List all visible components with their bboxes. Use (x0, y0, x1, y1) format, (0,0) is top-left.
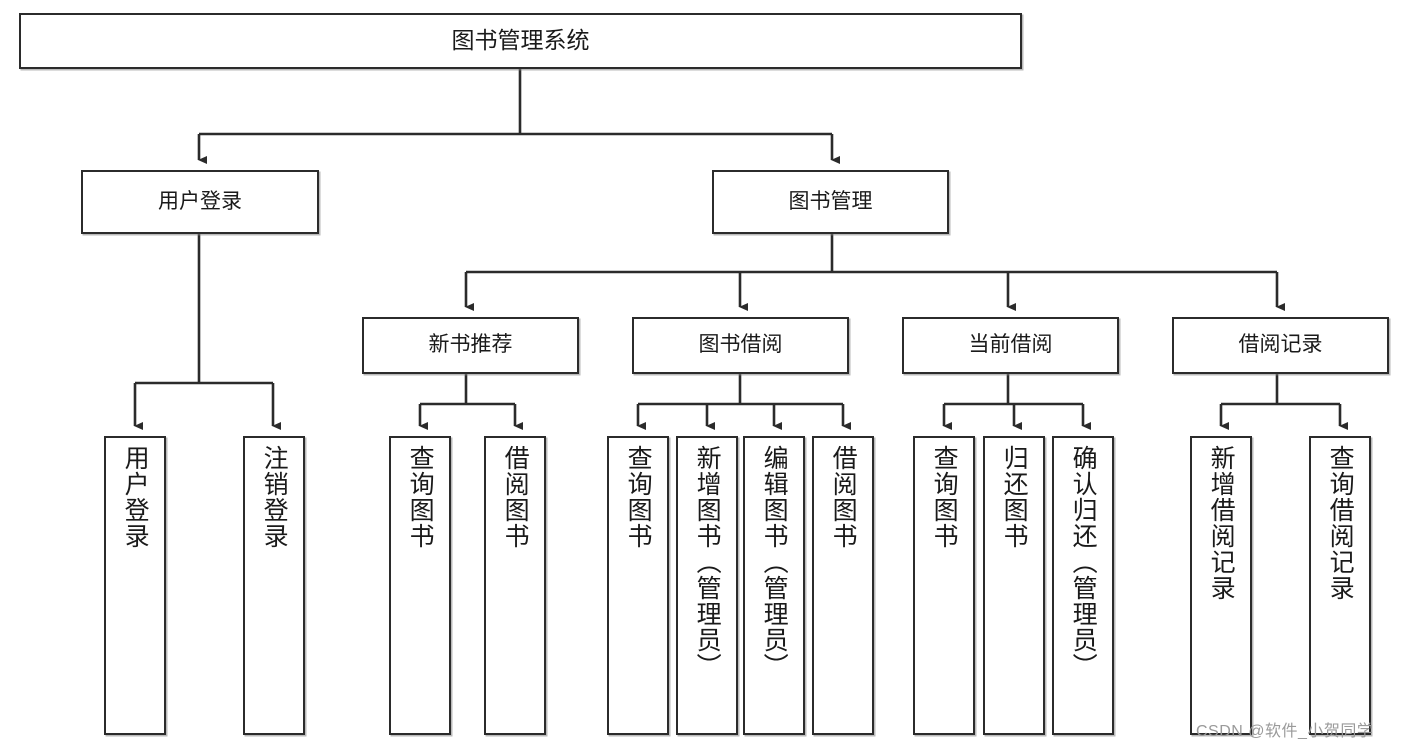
node-leaf-query-record[interactable]: 查询借阅记录 (1309, 436, 1371, 735)
node-leaf-add-book[interactable]: 新增图书（管理员） (676, 436, 738, 735)
node-leaf-return-book-label: 归还图书 (1000, 445, 1029, 549)
node-leaf-query-book-2[interactable]: 查询图书 (607, 436, 669, 735)
node-book-manage-label: 图书管理 (788, 189, 873, 213)
node-leaf-confirm-return[interactable]: 确认归还（管理员） (1052, 436, 1114, 735)
node-leaf-borrow-book-1[interactable]: 借阅图书 (484, 436, 546, 735)
node-leaf-query-book-1-label: 查询图书 (406, 445, 435, 549)
node-user-login[interactable]: 用户登录 (81, 170, 319, 234)
node-leaf-logout[interactable]: 注销登录 (243, 436, 305, 735)
node-leaf-add-book-label: 新增图书（管理员） (693, 445, 722, 679)
node-leaf-borrow-book-1-label: 借阅图书 (501, 445, 530, 549)
edge-group-user-login (133, 234, 281, 430)
node-leaf-query-book-3-label: 查询图书 (930, 445, 959, 549)
node-leaf-logout-label: 注销登录 (260, 445, 289, 549)
node-book-borrow-label: 图书借阅 (698, 333, 783, 357)
node-leaf-query-book-1[interactable]: 查询图书 (389, 436, 451, 735)
node-book-manage[interactable]: 图书管理 (712, 170, 949, 234)
edge-group-book-borrow (636, 374, 851, 430)
node-leaf-borrow-book-2[interactable]: 借阅图书 (812, 436, 874, 735)
node-leaf-confirm-return-label: 确认归还（管理员） (1069, 445, 1098, 679)
node-new-book-recommend-label: 新书推荐 (428, 333, 513, 357)
node-book-borrow[interactable]: 图书借阅 (632, 317, 849, 374)
edge-group-current-borrow (942, 374, 1091, 430)
edge-group-root (197, 69, 840, 164)
node-leaf-query-book-2-label: 查询图书 (624, 445, 653, 549)
node-leaf-query-record-label: 查询借阅记录 (1326, 445, 1355, 601)
node-current-borrow[interactable]: 当前借阅 (902, 317, 1119, 374)
node-current-borrow-label: 当前借阅 (968, 333, 1053, 357)
node-borrow-record-label: 借阅记录 (1238, 333, 1323, 357)
node-new-book-recommend[interactable]: 新书推荐 (362, 317, 579, 374)
node-leaf-borrow-book-2-label: 借阅图书 (829, 445, 858, 549)
edge-group-borrow-record (1219, 374, 1348, 430)
node-leaf-query-book-3[interactable]: 查询图书 (913, 436, 975, 735)
node-leaf-user-login-label: 用户登录 (121, 445, 150, 549)
node-leaf-add-record[interactable]: 新增借阅记录 (1190, 436, 1252, 735)
edge-group-book-manage (464, 234, 1285, 311)
node-leaf-edit-book-label: 编辑图书（管理员） (760, 445, 789, 679)
node-leaf-add-record-label: 新增借阅记录 (1207, 445, 1236, 601)
node-leaf-edit-book[interactable]: 编辑图书（管理员） (743, 436, 805, 735)
edge-group-new-book (418, 374, 523, 430)
node-leaf-return-book[interactable]: 归还图书 (983, 436, 1045, 735)
node-borrow-record[interactable]: 借阅记录 (1172, 317, 1389, 374)
watermark-text: CSDN @软件_小贺同学 (1196, 723, 1374, 740)
node-leaf-user-login[interactable]: 用户登录 (104, 436, 166, 735)
node-user-login-label: 用户登录 (158, 189, 242, 213)
node-root[interactable]: 图书管理系统 (19, 13, 1022, 69)
node-root-label: 图书管理系统 (451, 27, 590, 54)
